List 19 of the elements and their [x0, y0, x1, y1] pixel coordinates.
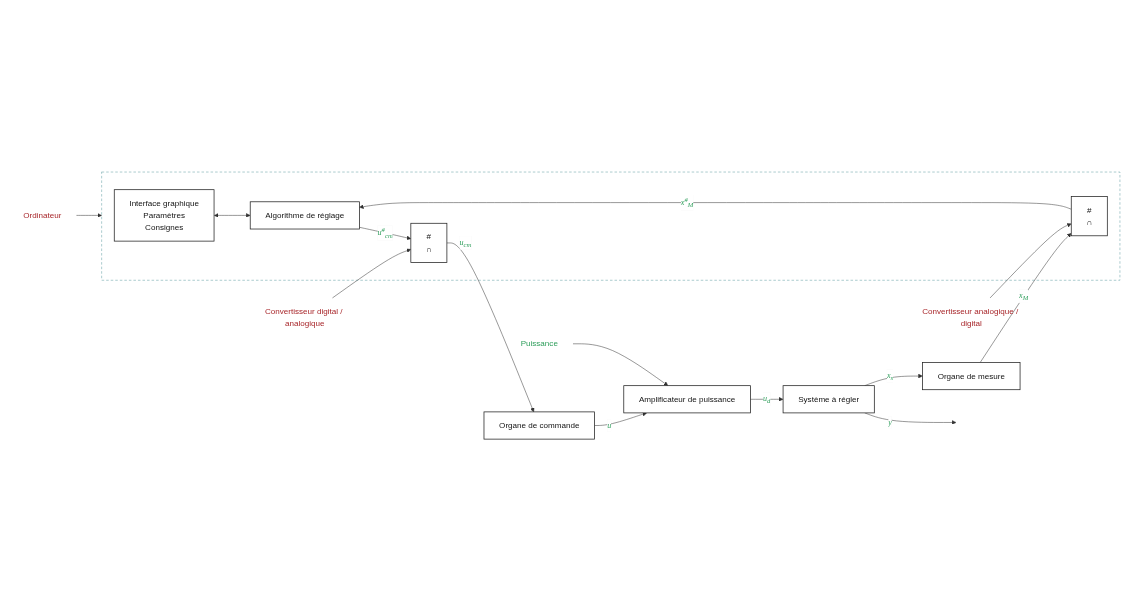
node-text: Ordinateur	[23, 210, 62, 220]
node-box: Système à régler	[782, 385, 875, 414]
node-box: Organe de mesure	[922, 362, 1021, 390]
node-text: Puissance	[520, 339, 558, 348]
cluster	[101, 171, 1121, 281]
node-box: Amplificateur de puissance	[623, 385, 751, 414]
node-box: Organe de commande	[483, 411, 595, 440]
node-box: # ∩	[410, 222, 448, 263]
edge-label: y	[888, 417, 892, 427]
edge-label: x$_{s}$	[886, 370, 894, 382]
node-box: Algorithme de réglage	[249, 201, 360, 230]
edge-label: u$_{cm}$	[459, 237, 472, 249]
node-text: Convertisseur digital / analogique	[264, 306, 343, 328]
node-box: # ∩	[1070, 196, 1108, 237]
edge-label: x$_{M}$	[1019, 290, 1029, 302]
node-box: Interface graphique Paramètres Consignes	[113, 189, 215, 242]
edge-label: u$_{d}$	[763, 393, 771, 405]
node-text: Convertisseur analogique / digital	[922, 306, 1019, 328]
edge-label: u	[607, 420, 612, 430]
